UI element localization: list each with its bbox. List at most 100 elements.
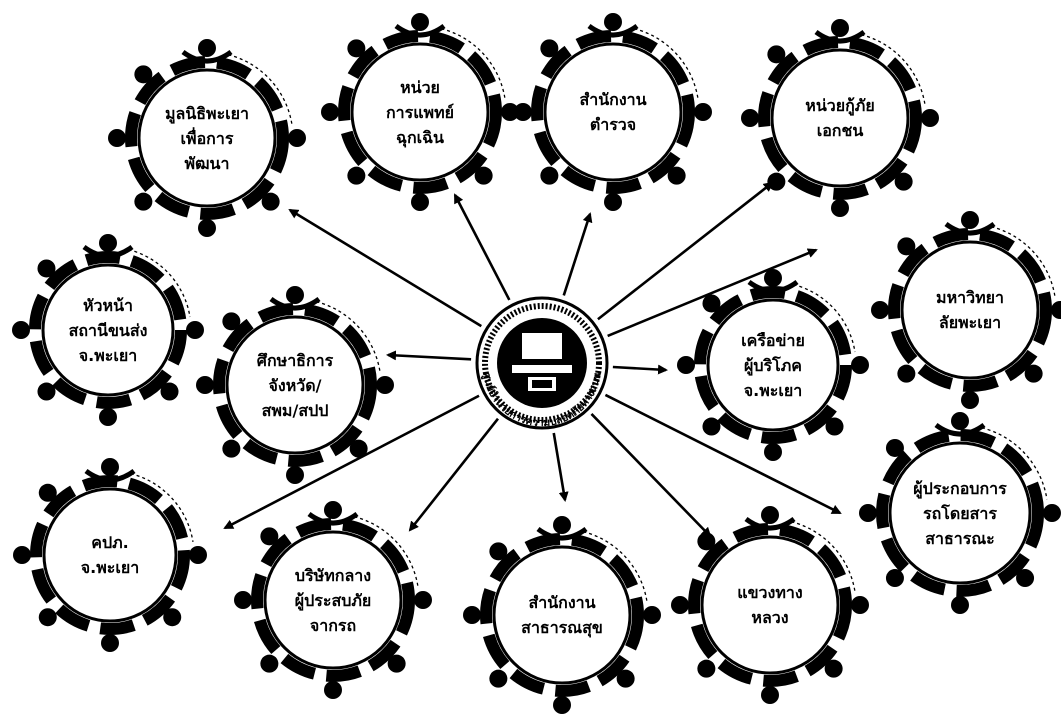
person-head-icon [463, 606, 481, 624]
person-head-icon [553, 516, 571, 534]
person-head-icon [350, 440, 368, 458]
person-head-icon [540, 167, 558, 185]
person-head-icon [196, 376, 214, 394]
node-label-private-rescue: หน่วยกู้ภัยเอกชน [780, 93, 900, 143]
person-head-icon [99, 234, 117, 252]
label-line: เพื่อการ [147, 126, 267, 151]
label-line: ตำรวจ [553, 112, 673, 137]
person-head-icon [222, 312, 240, 330]
person-head-icon [859, 504, 877, 522]
label-line: สาธารณสุข [502, 615, 622, 640]
person-head-icon [697, 660, 715, 678]
person-head-icon [767, 173, 785, 191]
person-head-icon [489, 542, 507, 560]
seal-plaque [532, 380, 552, 388]
person-head-icon [388, 655, 406, 673]
person-head-icon [851, 596, 869, 614]
person-head-icon [604, 193, 622, 211]
label-line: จ.พะเยา [50, 555, 170, 580]
arrow-to-education [388, 355, 471, 359]
node-label-education: ศึกษาธิการจังหวัด/สพม/สปป [235, 348, 355, 423]
person-head-icon [540, 39, 558, 57]
person-head-icon [134, 193, 152, 211]
person-head-icon [643, 606, 661, 624]
node-label-bus-operators: ผู้ประกอบการรถโดยสารสาธารณะ [900, 476, 1020, 551]
person-head-icon [886, 569, 904, 587]
person-head-icon [198, 219, 216, 237]
label-line: พัฒนา [147, 151, 267, 176]
person-head-icon [951, 596, 969, 614]
node-label-public-health: สำนักงานสาธารณสุข [502, 590, 622, 640]
person-head-icon [101, 634, 119, 652]
person-head-icon [921, 109, 939, 127]
person-head-icon [288, 129, 306, 147]
person-head-icon [324, 501, 342, 519]
person-head-icon [702, 294, 720, 312]
label-line: หัวหน้า [48, 293, 168, 318]
label-line: บริษัทกลาง [273, 563, 393, 588]
person-head-icon [39, 608, 57, 626]
node-label-highways: แขวงทางหลวง [710, 580, 830, 630]
person-head-icon [514, 103, 532, 121]
person-head-icon [702, 418, 720, 436]
label-line: มูลนิธิพะเยา [147, 101, 267, 126]
node-label-transport-office: หัวหน้าสถานีขนส่งจ.พะเยา [48, 293, 168, 368]
person-head-icon [163, 608, 181, 626]
person-head-icon [222, 440, 240, 458]
seal-bar [512, 365, 572, 373]
person-head-icon [489, 670, 507, 688]
person-head-icon [694, 103, 712, 121]
person-head-icon [741, 109, 759, 127]
label-line: สพม/สปป [235, 398, 355, 423]
arrow-to-emergency-medical [455, 195, 509, 300]
person-head-icon [101, 458, 119, 476]
label-line: มหาวิทยา [910, 285, 1030, 310]
person-head-icon [198, 39, 216, 57]
person-head-icon [286, 286, 304, 304]
person-head-icon [324, 681, 342, 699]
node-label-mulanithi: มูลนิธิพะเยาเพื่อการพัฒนา [147, 101, 267, 176]
arrow-to-insurance-company [410, 419, 498, 530]
person-head-icon [12, 321, 30, 339]
person-head-icon [411, 193, 429, 211]
arrow-to-public-health [554, 433, 565, 500]
person-head-icon [553, 696, 571, 714]
person-head-icon [13, 546, 31, 564]
person-head-icon [347, 39, 365, 57]
person-head-icon [764, 269, 782, 287]
person-head-icon [321, 103, 339, 121]
person-head-icon [826, 418, 844, 436]
person-head-icon [831, 19, 849, 37]
arrow-to-private-rescue [598, 183, 772, 319]
label-line: ผู้ประกอบการ [900, 476, 1020, 501]
person-head-icon [1025, 365, 1043, 383]
person-head-icon [37, 259, 55, 277]
person-head-icon [831, 199, 849, 217]
label-line: รถโดยสาร [900, 501, 1020, 526]
label-line: จ.พะเยา [713, 378, 833, 403]
person-head-icon [134, 65, 152, 83]
person-head-icon [851, 356, 869, 374]
arrow-to-consumer-network [613, 367, 666, 370]
label-line: ผู้ประสบภัย [273, 588, 393, 613]
node-label-emergency-medical: หน่วยการแพทย์ฉุกเฉิน [360, 75, 480, 150]
person-head-icon [99, 408, 117, 426]
label-line: แขวงทาง [710, 580, 830, 605]
person-head-icon [234, 591, 252, 609]
node-label-consumer-network: เครือข่ายผู้บริโภคจ.พะเยา [713, 328, 833, 403]
government-seal-icon: ศูนย์อำนวยการความปลอดภัยทางถนน [477, 298, 607, 429]
person-head-icon [897, 365, 915, 383]
person-head-icon [411, 13, 429, 31]
label-line: ฉุกเฉิน [360, 125, 480, 150]
label-line: เครือข่าย [713, 328, 833, 353]
person-head-icon [897, 237, 915, 255]
person-head-icon [767, 45, 785, 63]
person-head-icon [764, 443, 782, 461]
label-line: สำนักงาน [553, 87, 673, 112]
label-line: การแพทย์ [360, 100, 480, 125]
person-head-icon [347, 167, 365, 185]
person-head-icon [671, 596, 689, 614]
node-label-insurance-company: บริษัทกลางผู้ประสบภัยจากรถ [273, 563, 393, 638]
person-head-icon [376, 376, 394, 394]
